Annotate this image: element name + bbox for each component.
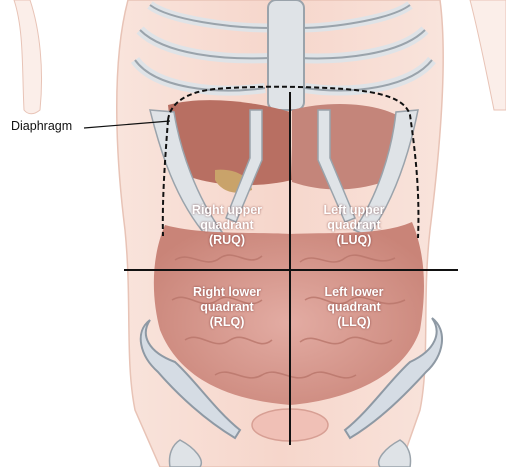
ruq-line-1: Right upper <box>167 203 287 218</box>
right-arm-outline <box>470 0 506 110</box>
llq-line-2: quadrant <box>294 300 414 315</box>
rlq-line-3: (RLQ) <box>167 315 287 330</box>
rlq-line-2: quadrant <box>167 300 287 315</box>
sternum <box>268 0 304 110</box>
llq-line-3: (LLQ) <box>294 315 414 330</box>
ruq-label: Right upper quadrant (RUQ) <box>167 203 287 248</box>
luq-line-2: quadrant <box>294 218 414 233</box>
llq-line-1: Left lower <box>294 285 414 300</box>
luq-line-3: (LUQ) <box>294 233 414 248</box>
llq-label: Left lower quadrant (LLQ) <box>294 285 414 330</box>
luq-label: Left upper quadrant (LUQ) <box>294 203 414 248</box>
ruq-line-2: quadrant <box>167 218 287 233</box>
rlq-label: Right lower quadrant (RLQ) <box>167 285 287 330</box>
luq-line-1: Left upper <box>294 203 414 218</box>
rlq-line-1: Right lower <box>167 285 287 300</box>
diaphragm-label: Diaphragm <box>11 119 72 133</box>
ruq-line-3: (RUQ) <box>167 233 287 248</box>
left-arm-outline <box>14 0 42 114</box>
